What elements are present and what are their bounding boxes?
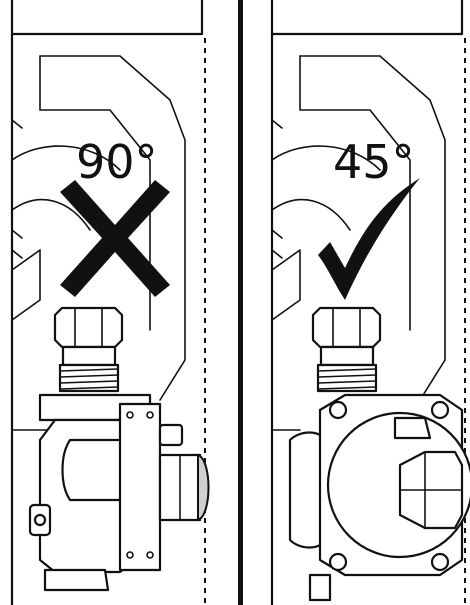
right-panel: 45° (270, 0, 470, 605)
regulator-front-view (288, 393, 470, 602)
angle-label-right: 45° (333, 135, 415, 189)
appliance-housing (270, 0, 464, 605)
thread (58, 363, 120, 393)
angle-label-left: 90° (76, 135, 158, 189)
panel-divider (238, 0, 243, 605)
regulator-side-view (28, 393, 210, 592)
connector-nut (53, 306, 124, 367)
left-panel: 90° (10, 0, 210, 605)
appliance-housing (10, 0, 204, 605)
check-mark-icon (318, 178, 420, 300)
cross-mark-icon (60, 180, 170, 297)
connector-nut (311, 306, 382, 367)
thread (316, 363, 378, 393)
